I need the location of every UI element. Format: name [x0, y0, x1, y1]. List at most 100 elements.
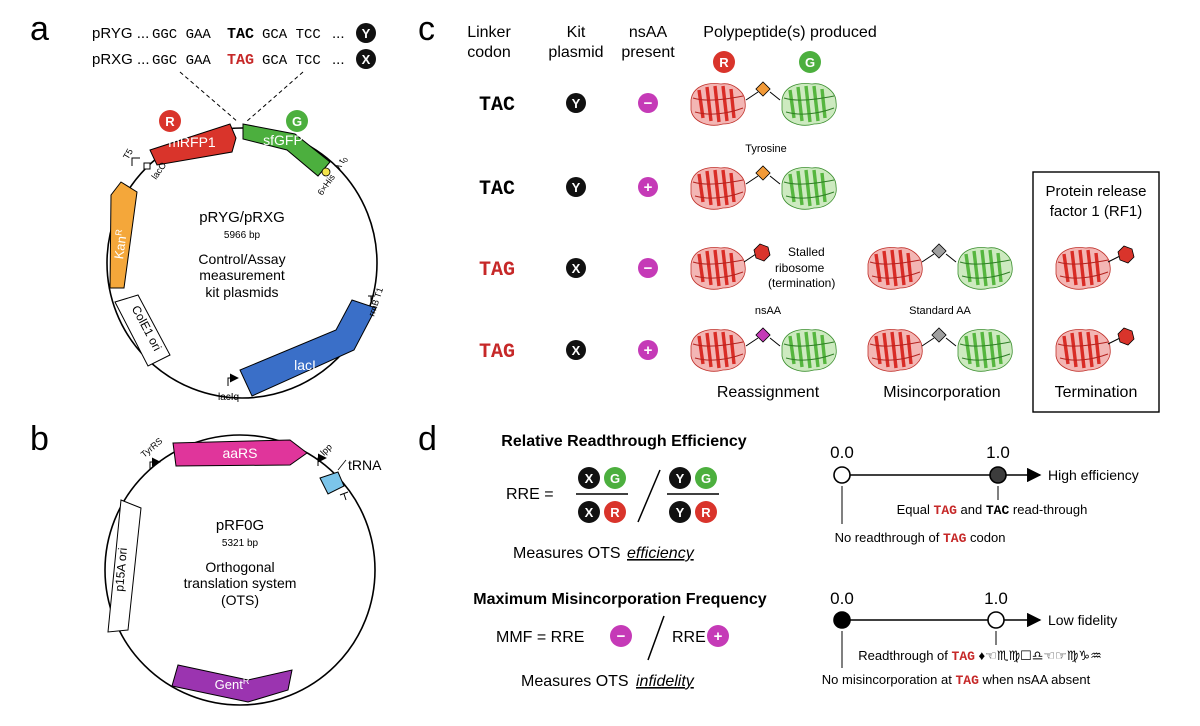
label-stalled-3: (termination)	[768, 276, 835, 290]
outcome-reassignment: Reassignment	[717, 384, 820, 401]
row-2-plasmid: Y	[572, 180, 581, 195]
rre-axis-zero: 0.0	[830, 443, 854, 462]
gene-sfgfp: sfGFP	[242, 123, 331, 177]
plasmid-size-prf0g: 5321 bp	[222, 538, 259, 549]
seq-bottom-dots: ...	[332, 51, 345, 68]
label-nsaa: nsAA	[755, 305, 782, 317]
plasmid-map-pryg: mRFP1 sfGFP R G KanR ColE1 ori lacI	[106, 110, 385, 403]
rre-num-g: G	[610, 471, 620, 486]
header-linker-1: Linker	[467, 24, 511, 41]
rre-one-note: Equal TAG and TAC read-through	[897, 502, 1088, 518]
sequence-prxg: pRXG ... GGC GAA TAG GCA TCC ... X	[92, 49, 376, 69]
row-4-codon: TAG	[479, 341, 515, 364]
badge-r: R	[165, 114, 175, 129]
gene-mrfp1: mRFP1	[149, 123, 237, 166]
rre-axis-one: 1.0	[986, 443, 1010, 462]
label-stalled-1: Stalled	[788, 245, 825, 259]
ots-desc-2: translation system	[184, 575, 297, 591]
gene-trna: tRNA	[319, 457, 382, 495]
gene-cole1-ori: ColE1 ori	[114, 294, 171, 367]
mmf-title: Maximum Misincorporation Frequency	[473, 591, 766, 608]
label-standard-aa: Standard AA	[909, 305, 971, 317]
rre-measures-word: efficiency	[627, 545, 695, 562]
rre-den-r2: R	[701, 505, 711, 520]
header-kit-2: plasmid	[548, 44, 603, 61]
mmf-lhs: MMF = RRE	[496, 629, 584, 646]
feature-lambda: λ t0	[333, 154, 350, 172]
badge-x: X	[362, 52, 371, 67]
gene-label-aars: aaRS	[222, 445, 257, 461]
rre-num-y: Y	[676, 471, 685, 486]
mmf-measures: Measures OTS	[521, 673, 629, 690]
plasmid-title-prf0g: pRF0G	[216, 517, 264, 534]
seq-top-codon: TAC	[227, 26, 254, 43]
gene-label-mrfp1: mRFP1	[168, 134, 216, 150]
feature-laciq: lacIq	[218, 392, 239, 403]
badge-y: Y	[362, 26, 371, 41]
row-2-codon: TAC	[479, 178, 515, 201]
seq-top-post: GCA TCC	[262, 27, 321, 43]
rre-den-r: R	[610, 505, 620, 520]
gene-label-p15a: p15A ori	[112, 547, 130, 592]
row-4: TAG X + nsAA Standard AA	[479, 305, 1014, 373]
seq-bottom-codon: TAG	[227, 52, 254, 69]
row-4-plasmid: X	[572, 343, 581, 358]
ots-desc-1: Orthogonal	[205, 559, 274, 575]
panel-label-d: d	[418, 420, 437, 458]
seq-top-plasmid: pRYG ...	[92, 25, 149, 42]
panel-a: a pRYG ... GGC GAA TAC GCA TCC ... Y pRX…	[30, 10, 385, 403]
mmf-minus: −	[617, 628, 626, 645]
panel-d: d Relative Readthrough Efficiency RRE = …	[418, 420, 1139, 690]
mmf-section: Maximum Misincorporation Frequency MMF =…	[473, 589, 1117, 690]
rre-num-g2: G	[701, 471, 711, 486]
label-tyrosine: Tyrosine	[745, 143, 787, 155]
header-nsaa-2: present	[621, 44, 675, 61]
seq-top-dots: ...	[332, 25, 345, 42]
panel-label-b: b	[30, 420, 49, 458]
header-badge-g: G	[805, 55, 815, 70]
feature-t5: T5	[121, 147, 135, 161]
row-2-nsaa: +	[644, 179, 653, 196]
gene-label-trna: tRNA	[348, 457, 382, 473]
sequence-pryg: pRYG ... GGC GAA TAC GCA TCC ... Y	[92, 23, 376, 43]
mmf-one-note: Readthrough of TAG ♦☜♏︎♍︎☐︎♎︎☜☞♍︎♑︎♒︎	[858, 648, 1101, 664]
panel-b: b aaRS TyrRS lpp tRNA p15A ori GentR pRF…	[30, 420, 382, 706]
feature-tyrrs: TyrRS	[139, 436, 165, 460]
gene-laci: lacI	[239, 299, 377, 397]
mmf-measures-word: infidelity	[636, 673, 695, 690]
plasmid-desc-2: measurement	[199, 267, 285, 283]
gene-kan: KanR	[109, 181, 138, 289]
gene-label-sfgfp: sfGFP	[263, 132, 303, 148]
header-nsaa-1: nsAA	[629, 24, 668, 41]
plasmid-title-pryg: pRYG/pRXG	[199, 209, 285, 226]
feature-rrnb: rrnB T1	[366, 286, 385, 317]
gene-label-gent: GentR	[215, 676, 250, 692]
row-3-nsaa: −	[644, 260, 653, 277]
seq-bottom-plasmid: pRXG ...	[92, 51, 150, 68]
feature-lpp: lpp	[318, 442, 334, 458]
row-1-codon: TAC	[479, 94, 515, 117]
row-1: TAC Y −	[479, 81, 838, 127]
row-3: TAG X − Stalled ribosome (termination)	[479, 243, 1014, 291]
plasmid-size-pryg: 5966 bp	[224, 230, 261, 241]
gene-gent: GentR	[171, 664, 293, 703]
gene-p15a-ori: p15A ori	[107, 499, 142, 633]
rf1-box: Protein release factor 1 (RF1) Terminati…	[1032, 171, 1160, 413]
row-2: TAC Y + Tyrosine	[479, 143, 838, 211]
seq-top-pre: GGC GAA	[152, 27, 211, 43]
row-1-nsaa: −	[644, 95, 653, 112]
panel-label-c: c	[418, 10, 435, 48]
panel-label-a: a	[30, 10, 49, 48]
badge-g: G	[292, 114, 302, 129]
header-kit-1: Kit	[567, 24, 586, 41]
mmf-axis-zero: 0.0	[830, 589, 854, 608]
plasmid-desc-1: Control/Assay	[198, 251, 285, 267]
header-badge-r: R	[719, 55, 729, 70]
rre-section: Relative Readthrough Efficiency RRE = X …	[501, 433, 1138, 562]
rre-measures: Measures OTS	[513, 545, 621, 562]
rre-den-y: Y	[676, 505, 685, 520]
mmf-axis-label: Low fidelity	[1048, 612, 1117, 628]
gene-aars: aaRS	[172, 439, 308, 467]
seq-bottom-pre: GGC GAA	[152, 53, 211, 69]
panel-c: c Linker codon Kit plasmid nsAA present …	[418, 10, 1160, 413]
